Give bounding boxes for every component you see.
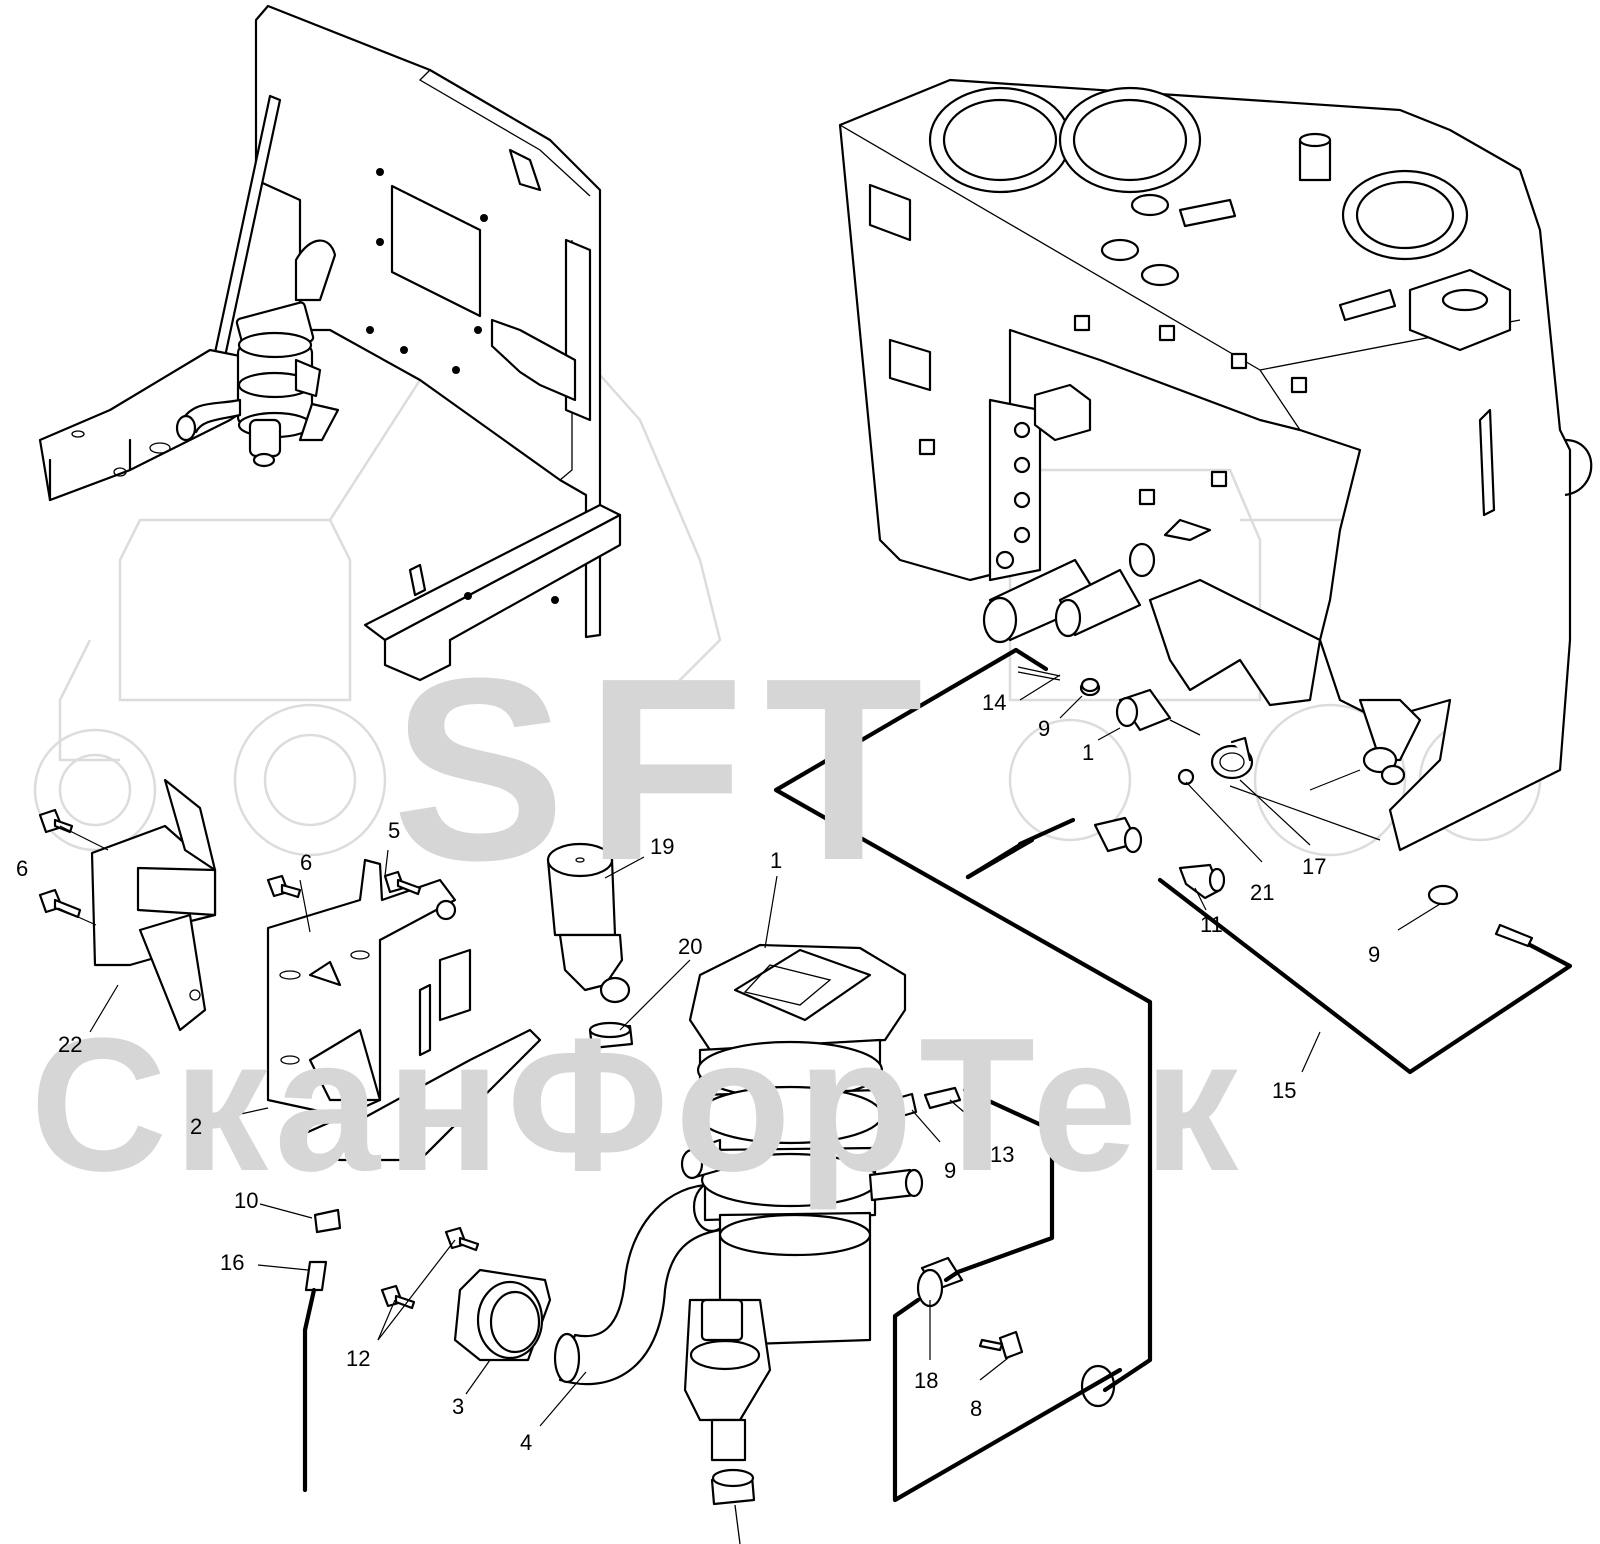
part-sensor-1-right <box>1115 688 1201 736</box>
callout-6-middle: 6 <box>300 850 313 875</box>
callout-6-upper: 6 <box>16 856 29 881</box>
main-fuel-routing <box>773 647 1153 1503</box>
callout-19: 19 <box>650 834 675 859</box>
callout-1-right: 1 <box>1082 740 1095 765</box>
callout-9-upper: 9 <box>1038 716 1051 741</box>
callout-11: 11 <box>1200 912 1223 937</box>
callout-18: 18 <box>914 1368 939 1393</box>
callout-8: 8 <box>970 1396 983 1421</box>
callout-4: 4 <box>520 1430 533 1455</box>
callout-10: 10 <box>234 1188 259 1213</box>
callout-21: 21 <box>1250 880 1275 905</box>
part-clip-9-lower <box>896 1092 918 1118</box>
callout-5: 5 <box>388 818 401 843</box>
fuel-line-15 <box>965 817 1573 1075</box>
part-cover-22 <box>90 778 217 1032</box>
part-hose-16 <box>302 1260 328 1493</box>
part-fitting-18 <box>916 1256 964 1308</box>
callout-15: 15 <box>1272 1078 1297 1103</box>
watermark-brand: SFT <box>392 625 944 915</box>
part-bolts-5-6 <box>266 870 422 899</box>
cab-frame-assembly-right <box>838 78 1593 852</box>
callout-9-right: 9 <box>1368 942 1381 967</box>
part-hose-end-right <box>1494 923 1534 948</box>
leader-lines <box>57 674 1441 1427</box>
part-clip-9-upper <box>1080 677 1100 693</box>
part-clip-9-right <box>1427 884 1459 906</box>
callout-12: 12 <box>346 1346 371 1371</box>
part-clamp-20 <box>588 1021 634 1050</box>
part-hose-end-upper <box>1093 816 1143 854</box>
part-pump-19 <box>546 842 631 1004</box>
heater-unit-1 <box>680 943 924 1544</box>
callout-17: 17 <box>1302 854 1327 879</box>
watermark-company: СканФорТек <box>30 999 1245 1211</box>
cab-panel-assembly-left <box>38 4 622 682</box>
part-bolts-12 <box>380 1226 480 1310</box>
callout-20: 20 <box>678 934 703 959</box>
callout-1-heater: 1 <box>770 848 783 873</box>
part-screw-21 <box>1177 768 1195 786</box>
callout-9-lower: 9 <box>944 1158 957 1183</box>
part-flange-3 <box>453 1268 552 1362</box>
part-bolt-8 <box>978 1330 1024 1360</box>
callout-16: 16 <box>220 1250 245 1275</box>
part-clamp-17 <box>1210 736 1254 780</box>
callout-2: 2 <box>190 1114 203 1139</box>
callout-14: 14 <box>982 690 1007 715</box>
callout-13: 13 <box>990 1142 1015 1167</box>
part-clip-10 <box>313 1208 342 1234</box>
part-elbow-11 <box>1178 863 1226 900</box>
part-hose-13 <box>923 1086 962 1110</box>
callout-22: 22 <box>58 1032 83 1057</box>
callout-3: 3 <box>452 1394 465 1419</box>
part-bracket-2 <box>266 858 542 1162</box>
